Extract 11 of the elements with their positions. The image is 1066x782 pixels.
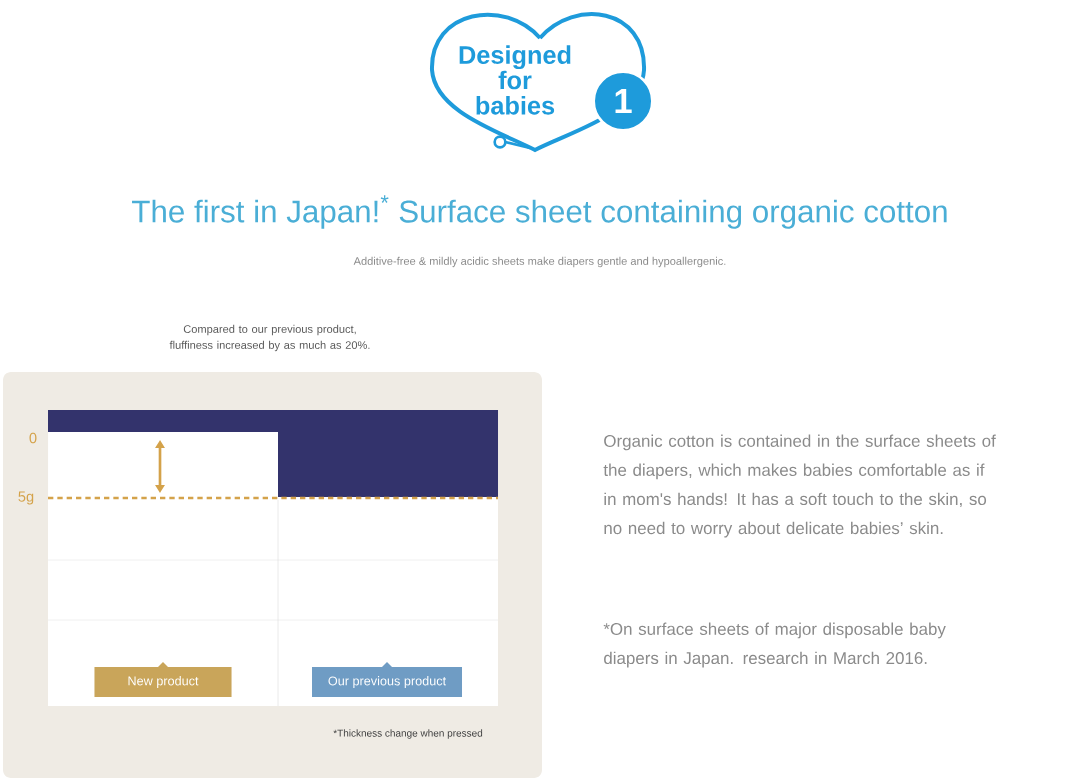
number-badge: 1: [592, 70, 654, 132]
paragraph: Organic cotton is contained in the surface sheets of the diapers, which makes babies comfortable as if in mom's hands! It has a soft touch to the skin, so no need to worry about delicate babies’ skin.: [603, 434, 996, 538]
scale-label: 5g: [18, 491, 34, 505]
product-tag: Our previous product: [312, 662, 462, 697]
paragraph: *On surface sheets of major disposable baby diapers in Japan. research in March 2016.: [603, 622, 946, 668]
product-tag: New product: [94, 662, 232, 697]
note: Compared to our previous product, fluffiness increased by as much as 20%.: [169, 324, 370, 352]
footnote: *Thickness change when pressed: [333, 729, 483, 739]
subtitle: Additive-free & mildly acidic sheets make diapers gentle and hypoallergenic.: [353, 256, 726, 268]
title: The first in Japan!$^{*}$ Surface sheet containing organic cotton: [132, 195, 947, 229]
scale-label: 0: [29, 432, 37, 444]
